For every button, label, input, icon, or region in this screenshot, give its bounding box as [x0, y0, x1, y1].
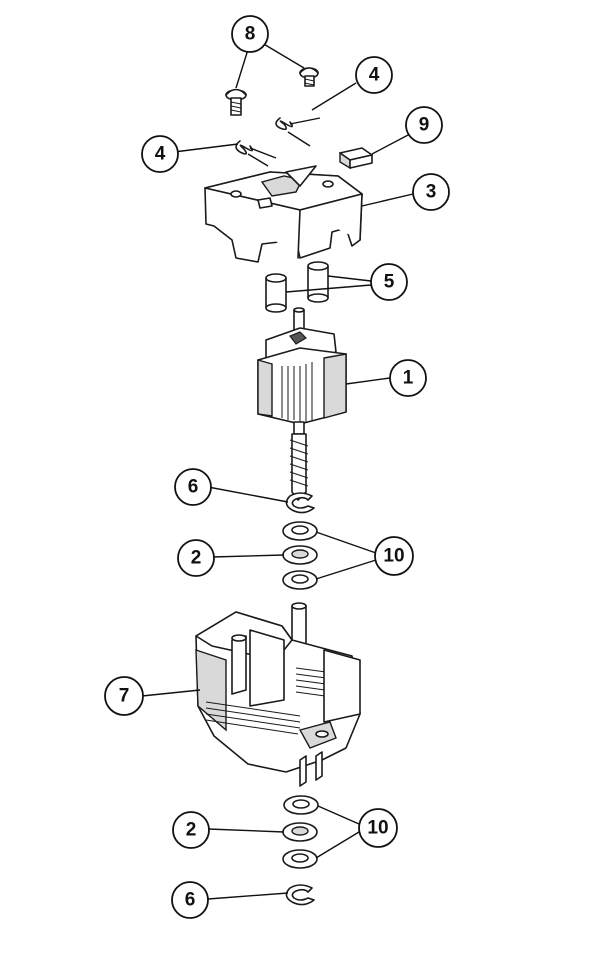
callout-6-lower: 6 — [171, 881, 209, 919]
callout-4-lower: 4 — [141, 135, 179, 173]
callout-10-lower: 10 — [358, 808, 398, 848]
spring-lower — [235, 140, 277, 167]
callout-6-upper: 6 — [174, 468, 212, 506]
washer-lower-1 — [283, 795, 319, 815]
leader-lines — [141, 42, 414, 900]
callout-label: 6 — [185, 890, 196, 911]
callout-label: 2 — [186, 820, 197, 841]
callout-label: 1 — [403, 368, 414, 389]
screw-left — [225, 88, 247, 116]
callout-4-upper: 4 — [355, 56, 393, 94]
brush-left — [265, 273, 287, 313]
washer-upper-1 — [282, 521, 318, 541]
callout-7: 7 — [104, 676, 144, 716]
callout-3: 3 — [412, 173, 450, 211]
callout-2-upper: 2 — [177, 539, 215, 577]
washer-upper-2 — [282, 545, 318, 565]
washer-lower-2 — [282, 822, 318, 842]
carbon-block — [339, 147, 373, 170]
e-clip-lower — [285, 884, 315, 906]
brush-right — [307, 261, 329, 303]
callout-label: 6 — [188, 477, 199, 498]
callout-label: 2 — [191, 548, 202, 569]
callout-label: 5 — [384, 272, 395, 293]
e-clip-upper — [285, 492, 315, 514]
callout-9: 9 — [405, 106, 443, 144]
callout-label: 10 — [383, 546, 404, 567]
callout-2-lower: 2 — [172, 811, 210, 849]
spring-upper — [275, 117, 321, 147]
callout-label: 7 — [119, 686, 130, 707]
screw-right — [299, 67, 319, 87]
armature — [257, 307, 347, 501]
callout-label: 8 — [245, 24, 256, 45]
callout-label: 4 — [369, 65, 380, 86]
callout-8: 8 — [231, 15, 269, 53]
washer-lower-3 — [282, 849, 318, 869]
top-cap — [204, 165, 363, 263]
washer-upper-3 — [282, 570, 318, 590]
callout-5: 5 — [370, 263, 408, 301]
callout-label: 10 — [367, 818, 388, 839]
callout-label: 3 — [426, 182, 437, 203]
motor-housing — [195, 602, 361, 787]
callout-1: 1 — [389, 359, 427, 397]
callout-10-upper: 10 — [374, 536, 414, 576]
callout-label: 4 — [155, 144, 166, 165]
callout-label: 9 — [419, 115, 430, 136]
